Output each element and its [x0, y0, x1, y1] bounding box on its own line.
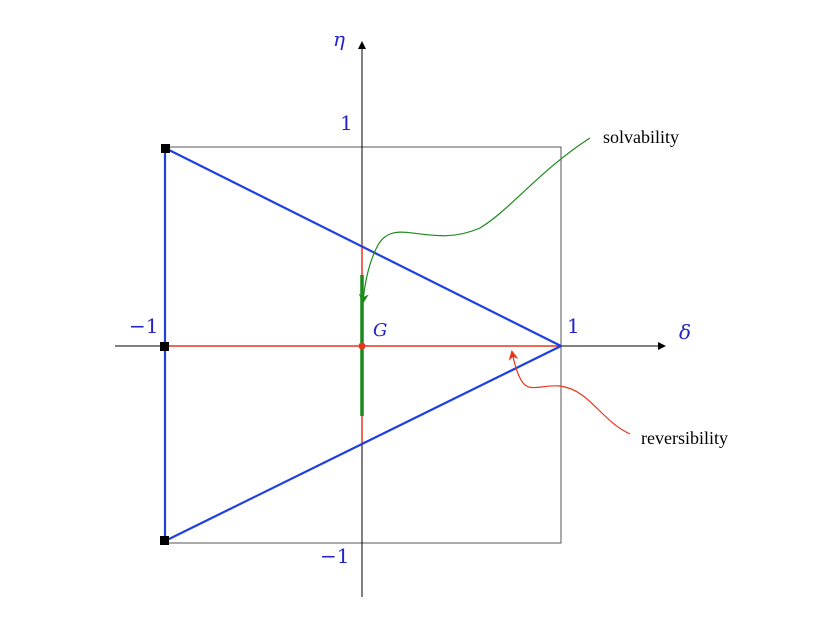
delta-axis-label: δ — [679, 320, 691, 344]
vertex-marker-bottom — [160, 536, 169, 545]
reversibility-arrow — [508, 350, 631, 435]
x-tick-positive: 1 — [567, 314, 580, 338]
vertex-marker-middle — [160, 342, 169, 351]
y-tick-positive: 1 — [340, 111, 353, 135]
eta-axis-label: η — [333, 27, 345, 51]
solvability-arrow — [358, 137, 591, 304]
solvability-label: solvability — [603, 127, 679, 147]
triangle-upper-edge — [164, 147, 562, 347]
y-tick-negative: −1 — [320, 544, 349, 568]
point-g-label: G — [373, 320, 387, 341]
point-g — [358, 342, 366, 350]
x-tick-negative: −1 — [129, 314, 158, 338]
vertex-marker-top — [161, 144, 170, 153]
triangle-lower-edge — [164, 345, 562, 542]
reversibility-label: reversibility — [641, 428, 728, 448]
